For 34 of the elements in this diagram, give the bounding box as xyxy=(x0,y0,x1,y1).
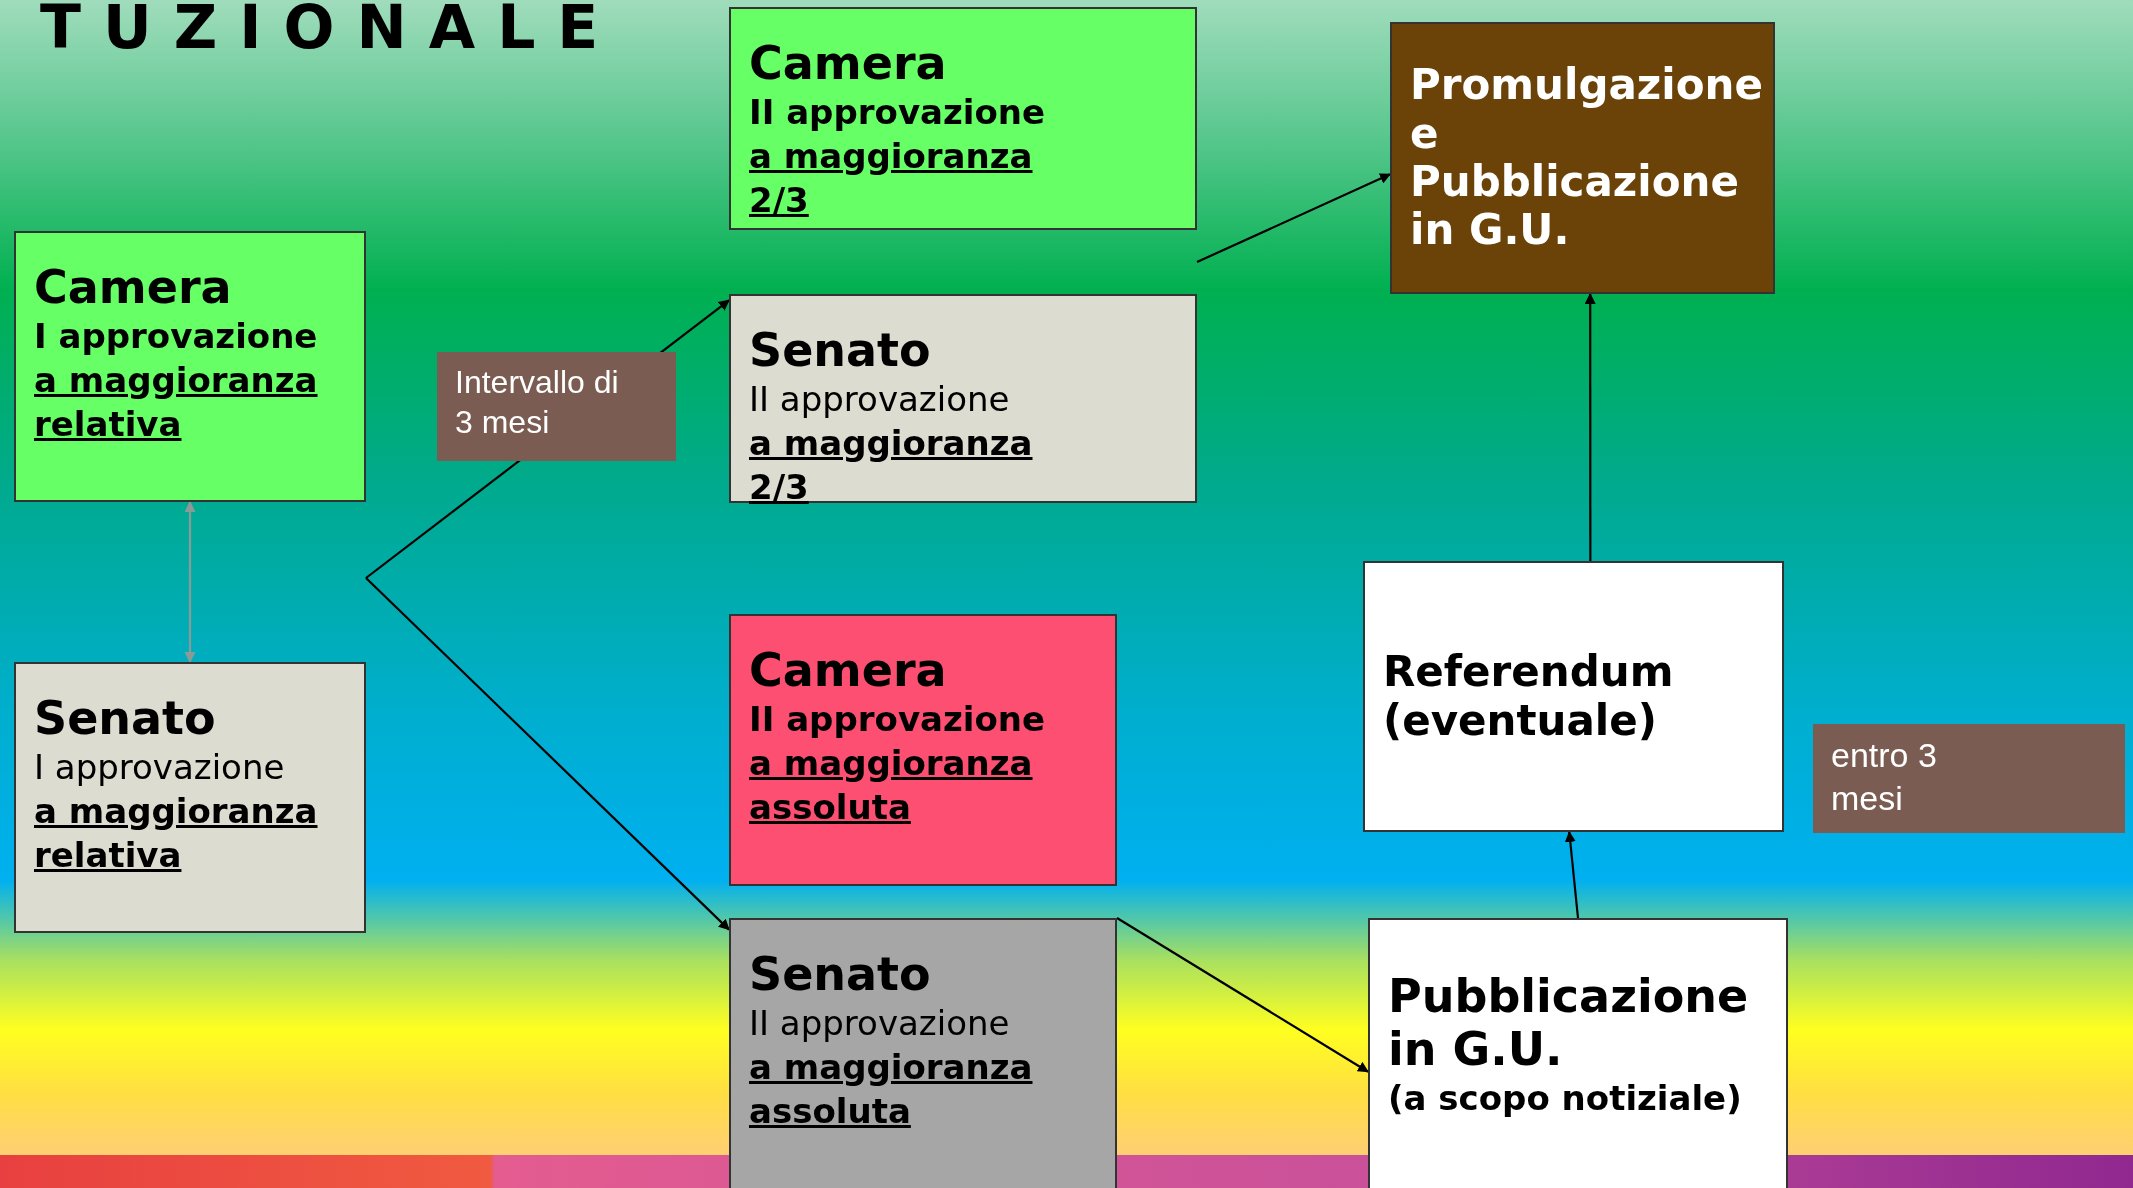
approval-round: II approvazione xyxy=(749,697,1047,741)
step-box xyxy=(1368,918,1788,1188)
chamber-box xyxy=(14,231,366,502)
title: TUZIONALE xyxy=(40,0,621,62)
note-label: entro 3 mesi xyxy=(1813,724,2125,833)
senate-box xyxy=(14,662,366,933)
approval-round: I approvazione xyxy=(34,314,319,358)
step-box xyxy=(1390,22,1775,294)
step-title: Pubblicazione in G.U. xyxy=(1388,970,1750,1076)
senate-box xyxy=(729,918,1117,1188)
chamber-name: Camera xyxy=(749,37,948,90)
step-title: Promulgazione e Pubblicazione in G.U. xyxy=(1410,61,1763,255)
chamber-box xyxy=(729,614,1117,886)
edge-label: Intervallo di 3 mesi xyxy=(437,352,676,461)
majority-rule: a maggioranza assoluta xyxy=(749,742,1034,830)
approval-round: II approvazione xyxy=(749,377,1011,421)
chamber-name: Senato xyxy=(749,948,932,1001)
chamber-name: Camera xyxy=(749,644,948,697)
senate-box xyxy=(729,294,1197,503)
step-box xyxy=(1363,561,1784,832)
approval-round: I approvazione xyxy=(34,745,286,789)
majority-rule: a maggioranza relativa xyxy=(34,790,319,878)
chamber-name: Camera xyxy=(34,261,233,314)
majority-rule: a maggioranza relativa xyxy=(34,359,319,447)
majority-rule: a maggioranza 2/3 xyxy=(749,135,1034,223)
approval-round: II approvazione xyxy=(749,1001,1011,1045)
step-note: (a scopo notiziale) xyxy=(1388,1076,1743,1120)
chamber-name: Senato xyxy=(749,324,932,377)
majority-rule: a maggioranza assoluta xyxy=(749,1046,1034,1134)
approval-round: II approvazione xyxy=(749,90,1047,134)
majority-rule: a maggioranza 2/3 xyxy=(749,422,1034,510)
chamber-name: Senato xyxy=(34,692,217,745)
chamber-box xyxy=(729,7,1197,230)
step-title: Referendum (eventuale) xyxy=(1383,648,1675,745)
